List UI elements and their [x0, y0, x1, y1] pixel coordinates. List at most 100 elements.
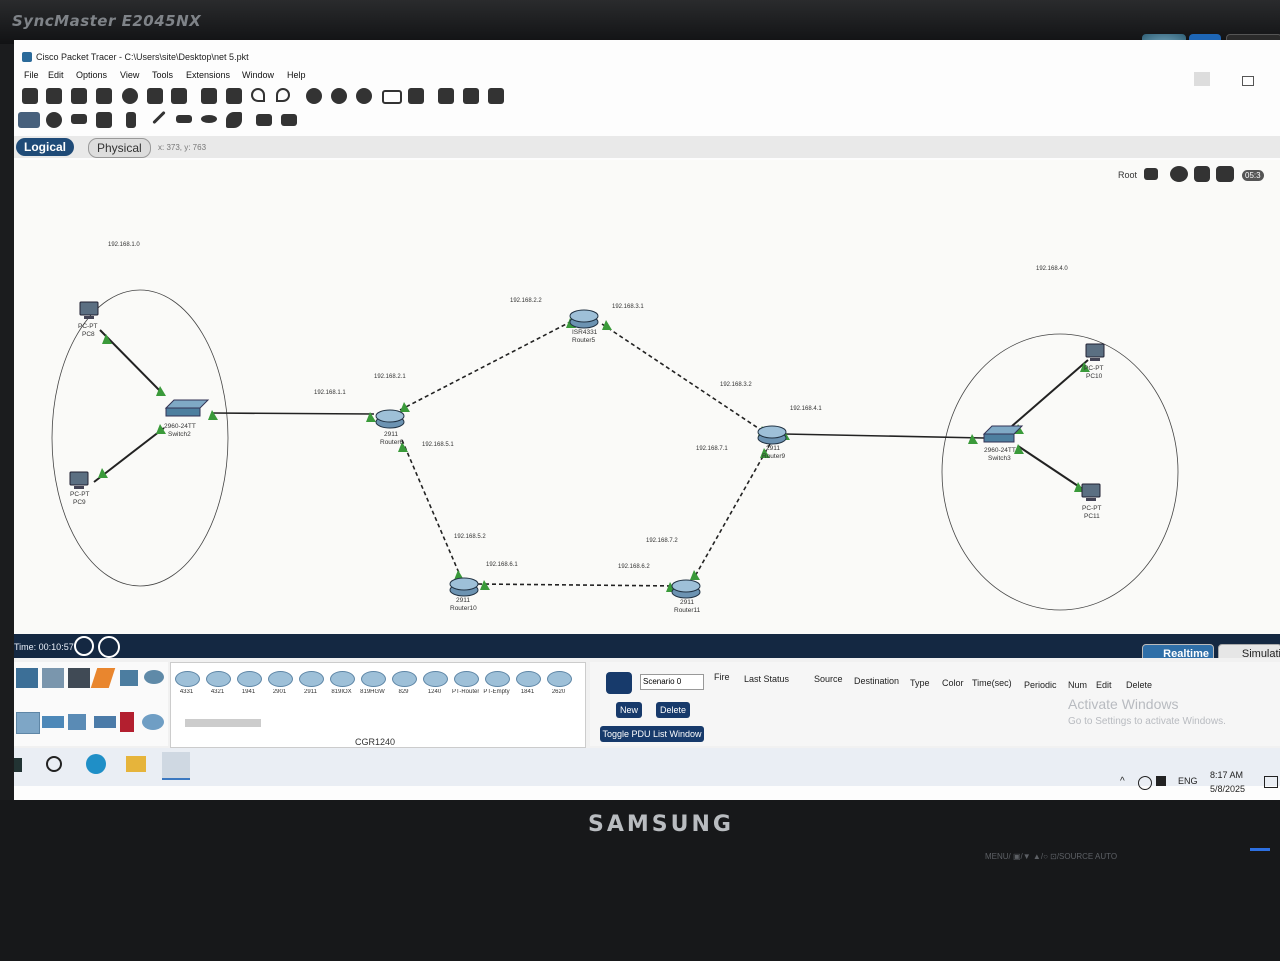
zoom-in-icon[interactable]	[306, 88, 322, 104]
undo-icon[interactable]	[251, 88, 265, 102]
zoom-out-icon[interactable]	[356, 88, 372, 104]
router10-icon[interactable]: 2911 Router10	[449, 577, 479, 612]
add-simple-pdu-icon[interactable]	[256, 114, 272, 126]
device-model-819hgw[interactable]: 819HGW	[359, 669, 386, 699]
draw-ellipse-icon[interactable]	[201, 115, 217, 123]
link-switch3-pc10[interactable]	[1011, 359, 1089, 427]
connections-category-icon[interactable]	[90, 668, 116, 688]
restore-icon[interactable]	[1242, 76, 1254, 86]
redo-icon[interactable]	[276, 88, 290, 102]
switch2-icon[interactable]: 2960-24TT Switch2	[164, 399, 210, 438]
menu-tools[interactable]: Tools	[152, 70, 174, 80]
components-category-icon[interactable]	[68, 668, 90, 688]
clock-time[interactable]: 8:17 AM	[1210, 770, 1244, 780]
network-devices-category-icon[interactable]	[16, 668, 38, 688]
router5-icon[interactable]: ISR4331 Router5	[569, 309, 599, 344]
save-icon[interactable]	[71, 88, 87, 104]
device-model-2911[interactable]: 2911	[297, 669, 324, 699]
device-model-2901[interactable]: 2901	[266, 669, 293, 699]
link-router9-router11[interactable]	[693, 443, 771, 579]
pc8-icon[interactable]: PC-PT PC8	[78, 301, 99, 338]
tab-physical[interactable]: Physical	[88, 138, 151, 158]
link-router5-router9[interactable]	[601, 323, 765, 433]
network-icon[interactable]	[1138, 776, 1152, 790]
device-model-pt-router[interactable]: PT-Router	[452, 669, 479, 699]
link-router6-router5[interactable]	[399, 319, 575, 411]
scenario-select[interactable]: Scenario 0	[640, 674, 704, 690]
custom-devices-dialog-icon[interactable]	[408, 88, 424, 104]
custom-device-icon[interactable]	[171, 88, 187, 104]
new-file-icon[interactable]	[22, 88, 38, 104]
scenario-info-icon[interactable]	[606, 672, 632, 694]
device-model-2620[interactable]: 2620	[545, 669, 572, 699]
link-router6-router10[interactable]	[401, 439, 463, 581]
pc11-icon[interactable]: PC-PT PC11	[1081, 483, 1102, 520]
notification-icon[interactable]	[1264, 776, 1278, 788]
network-info-icon[interactable]	[147, 88, 163, 104]
inspect-icon[interactable]	[46, 112, 62, 128]
viewport-nav-icon[interactable]	[1216, 166, 1234, 182]
edge-browser-icon[interactable]	[86, 754, 106, 774]
image-icon[interactable]	[488, 88, 504, 104]
volume-icon[interactable]	[1156, 776, 1166, 786]
delete-scenario-button[interactable]: Delete	[656, 702, 690, 718]
menu-help[interactable]: Help	[287, 70, 306, 80]
move-icon[interactable]	[1194, 166, 1210, 182]
device-model-819iox[interactable]: 819IOX	[328, 669, 355, 699]
menu-file[interactable]: File	[24, 70, 39, 80]
file-explorer-icon[interactable]	[126, 756, 146, 772]
multiuser-category-icon[interactable]	[144, 670, 164, 684]
screenshot-icon[interactable]	[463, 88, 479, 104]
device-model-1941[interactable]: 1941	[235, 669, 262, 699]
show-hidden-icons-icon[interactable]: ^	[1120, 776, 1125, 787]
delete-icon[interactable]	[71, 114, 87, 124]
realtime-mode-button[interactable]: Realtime	[1142, 644, 1214, 662]
viewport-icon[interactable]	[438, 88, 454, 104]
select-tool-icon[interactable]	[18, 112, 40, 128]
link-router10-router11[interactable]	[477, 583, 679, 587]
place-note-icon[interactable]	[126, 112, 136, 128]
link-pc8-switch2[interactable]	[99, 329, 165, 396]
router11-icon[interactable]: 2911 Router11	[671, 579, 701, 614]
misc-category-icon[interactable]	[120, 670, 138, 686]
routers-subcategory-icon[interactable]	[16, 712, 40, 734]
device-model-1240[interactable]: 1240	[421, 669, 448, 699]
device-model-829[interactable]: 829	[390, 669, 417, 699]
link-router9-switch3[interactable]	[783, 433, 985, 439]
add-complex-pdu-icon[interactable]	[281, 114, 297, 126]
link-pc9-switch2[interactable]	[93, 427, 165, 483]
end-devices-category-icon[interactable]	[42, 668, 64, 688]
device-model-4321[interactable]: 4321	[204, 669, 231, 699]
draw-line-icon[interactable]	[152, 110, 166, 125]
clock-date[interactable]: 5/8/2025	[1210, 784, 1246, 794]
print-icon[interactable]	[96, 88, 112, 104]
pc10-icon[interactable]: PC-PT PC10	[1084, 343, 1105, 380]
copy-icon[interactable]	[201, 88, 217, 104]
link-switch3-pc11[interactable]	[1017, 445, 1085, 491]
menu-view[interactable]: View	[120, 70, 140, 80]
router6-icon[interactable]: 2911 Router6	[375, 409, 405, 446]
device-model-4331[interactable]: 4331	[173, 669, 200, 699]
security-subcategory-icon[interactable]	[120, 712, 134, 732]
router9-icon[interactable]: 2911 Router9	[757, 425, 787, 460]
activity-wizard-icon[interactable]	[122, 88, 138, 104]
root-label[interactable]: Root	[1118, 170, 1138, 180]
resize-shape-icon[interactable]	[96, 112, 112, 128]
windows-start-icon[interactable]	[14, 758, 22, 772]
power-cycle-icon[interactable]	[74, 636, 94, 656]
wireless-subcategory-icon[interactable]	[94, 716, 116, 728]
drawing-palette-icon[interactable]	[382, 90, 402, 104]
tab-logical[interactable]: Logical	[16, 138, 75, 156]
switch3-icon[interactable]: 2960-24TT Switch3	[982, 425, 1024, 462]
link-switch2-router6[interactable]	[211, 412, 375, 415]
paste-icon[interactable]	[226, 88, 242, 104]
menu-edit[interactable]: Edit	[48, 70, 64, 80]
language-indicator[interactable]: ENG	[1178, 776, 1198, 786]
fast-forward-icon[interactable]	[98, 636, 120, 658]
new-scenario-button[interactable]: New	[616, 702, 642, 718]
packet-tracer-taskbar-icon[interactable]	[162, 752, 190, 780]
horizontal-scrollbar[interactable]	[185, 719, 261, 727]
wan-emulation-subcategory-icon[interactable]	[142, 714, 164, 730]
logical-workspace[interactable]: Root 05:3	[14, 160, 1280, 634]
back-icon[interactable]	[1144, 168, 1158, 180]
